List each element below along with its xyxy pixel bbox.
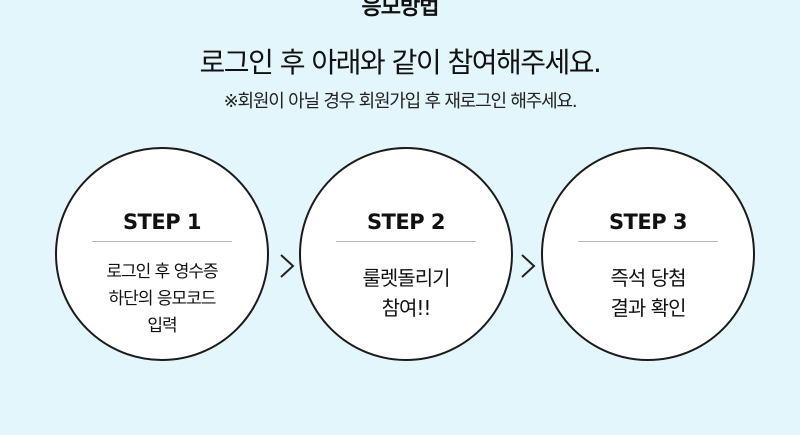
step-label: STEP 2	[366, 210, 446, 234]
member-note: ※회원이 아닐 경우 회원가입 후 재로그인 해주세요.	[223, 91, 578, 112]
header-subtitle: 로그인 후 아래와 같이 참여해주세요.	[199, 46, 602, 79]
step-description: 룰렛돌리기 참여!!	[362, 266, 451, 320]
step-label: STEP 3	[608, 210, 688, 234]
chevron-right-icon	[521, 254, 536, 278]
step-circle-3: STEP 3 즉석 당첨 결과 확인	[541, 147, 755, 361]
step-circle-2: STEP 2 룰렛돌리기 참여!!	[299, 147, 513, 361]
step-description: 로그인 후 영수증 하단의 응모코드 입력	[106, 262, 218, 336]
step-circle-1: STEP 1 로그인 후 영수증 하단의 응모코드 입력	[55, 147, 269, 361]
step-divider	[336, 241, 476, 242]
step-description: 즉석 당첨 결과 확인	[610, 266, 687, 320]
step-divider	[578, 241, 718, 242]
header-title: 응모방법	[361, 0, 440, 20]
step-label: STEP 1	[122, 210, 202, 234]
chevron-right-icon	[280, 254, 295, 278]
step-divider	[92, 241, 232, 242]
